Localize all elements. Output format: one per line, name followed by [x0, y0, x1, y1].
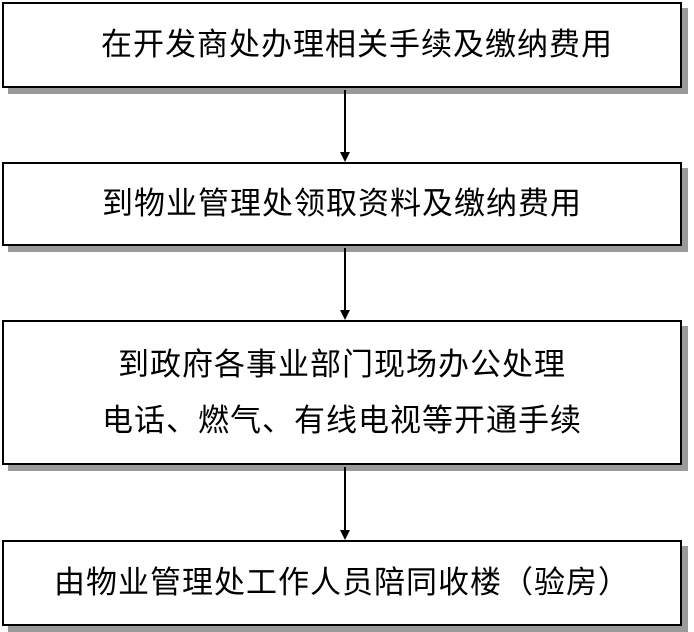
- flow-step-4: 由物业管理处工作人员陪同收楼（验房）: [2, 540, 682, 626]
- flow-step-3-text-line-2: 电话、燃气、有线电视等开通手续: [102, 402, 582, 439]
- flow-step-2-text: 到物业管理处领取资料及缴纳费用: [102, 186, 582, 222]
- flow-step-3-text-line-1: 到政府各事业部门现场办公处理: [118, 346, 566, 383]
- flow-step-1-text: 在开发商处办理相关手续及缴纳费用: [101, 27, 613, 63]
- flow-step-4-text: 由物业管理处工作人员陪同收楼（验房）: [54, 565, 630, 601]
- flow-step-2: 到物业管理处领取资料及缴纳费用: [2, 162, 682, 246]
- flow-step-1: 在开发商处办理相关手续及缴纳费用: [2, 2, 682, 88]
- flow-step-3: 到政府各事业部门现场办公处理 电话、燃气、有线电视等开通手续: [2, 320, 682, 465]
